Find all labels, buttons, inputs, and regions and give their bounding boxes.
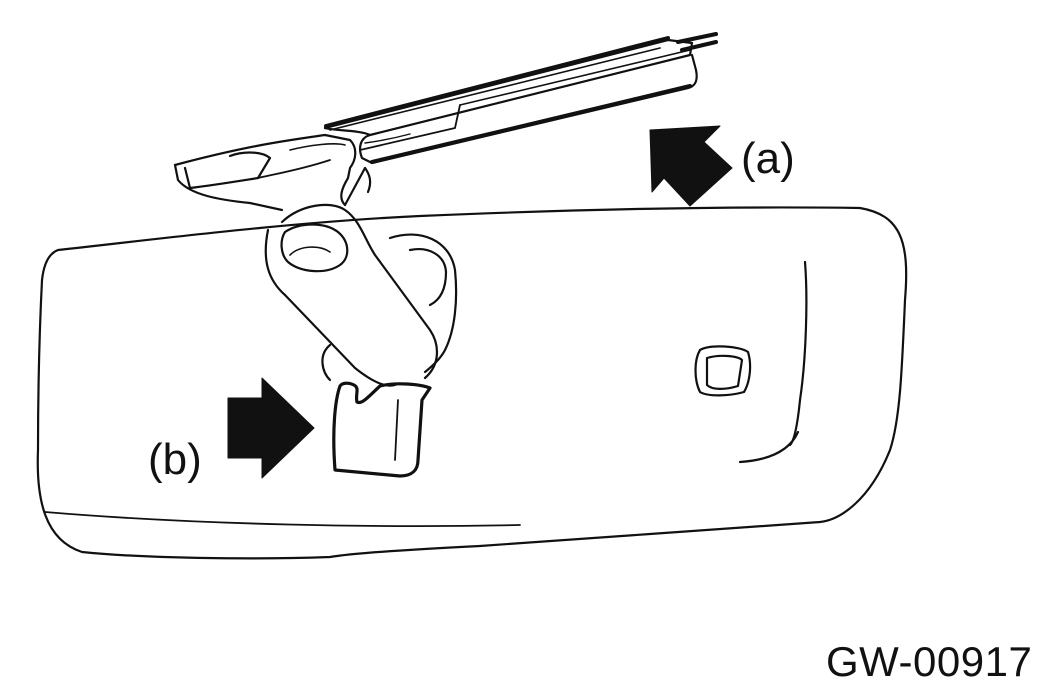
rail-edge — [324, 32, 718, 164]
callout-b-label: (b) — [148, 435, 202, 484]
arrow-b-icon — [227, 377, 315, 479]
mirror-button — [694, 345, 752, 397]
windshield-bracket — [173, 133, 372, 212]
arrow-a-icon — [649, 125, 733, 207]
mirror-body — [36, 206, 908, 560]
mirror-mount-stem — [264, 203, 438, 387]
mirror-clip — [332, 381, 432, 478]
figure-code: GW-00917 — [826, 638, 1033, 685]
callout-a-label: (a) — [741, 134, 795, 183]
windshield-rail — [323, 38, 698, 165]
